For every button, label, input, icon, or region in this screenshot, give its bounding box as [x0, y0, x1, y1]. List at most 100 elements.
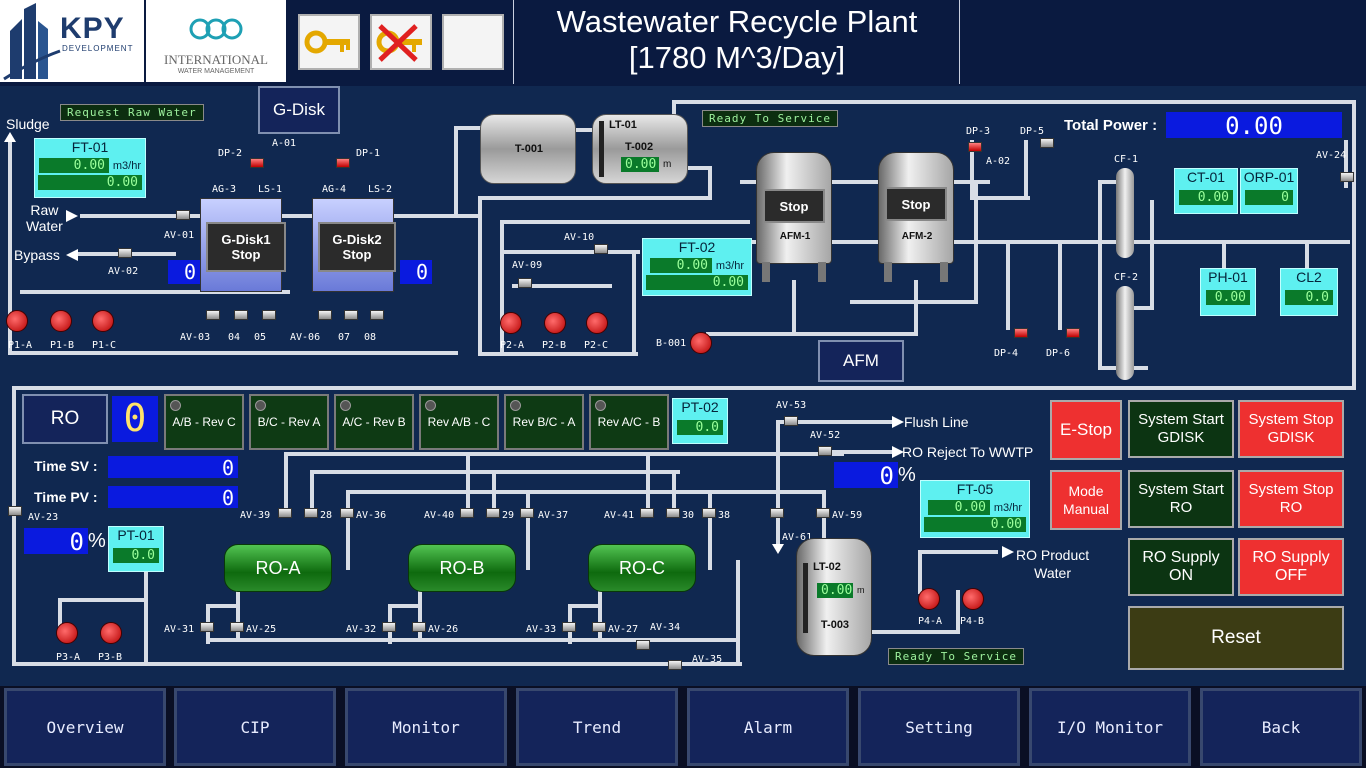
valve-av35[interactable] — [668, 660, 682, 670]
afm-nav-button[interactable]: AFM — [818, 340, 904, 382]
av52-label: AV-52 — [810, 430, 841, 441]
valve-av02[interactable] — [118, 248, 132, 258]
valve-av33[interactable] — [562, 622, 576, 632]
rev-ab-c[interactable]: A/B - Rev C — [164, 394, 244, 450]
valve-av30[interactable] — [666, 508, 680, 518]
pump-p4b[interactable] — [962, 588, 984, 610]
valve-av01[interactable] — [176, 210, 190, 220]
ro-supply-on-button[interactable]: RO Supply ON — [1128, 538, 1234, 596]
rev-label: Rev A/B - C — [427, 415, 491, 429]
valve-dp1[interactable] — [336, 158, 350, 168]
g-disk-nav-button[interactable]: G-Disk — [258, 86, 340, 134]
gdisk2-status-button[interactable]: G-Disk2 Stop — [318, 222, 396, 272]
valve-av34[interactable] — [636, 640, 650, 650]
pump-p3a[interactable] — [56, 622, 78, 644]
ready-to-service-indicator-top: Ready To Service — [702, 110, 838, 127]
av02-label: AV-02 — [108, 266, 139, 277]
nav-io-monitor-button[interactable]: I/O Monitor — [1029, 688, 1191, 766]
nav-setting-button[interactable]: Setting — [858, 688, 1020, 766]
valve-dp6[interactable] — [1066, 328, 1080, 338]
rev-label: B/C - Rev A — [257, 415, 321, 429]
header-divider — [513, 0, 514, 84]
time-sv-value[interactable]: 0 — [108, 456, 238, 480]
valve-dp3[interactable] — [968, 142, 982, 152]
system-stop-ro-button[interactable]: System Stop RO — [1238, 470, 1344, 528]
valve-av26[interactable] — [412, 622, 426, 632]
valve-av37[interactable] — [520, 508, 534, 518]
valve-av04[interactable] — [234, 310, 248, 320]
afm1-stop-button[interactable]: Stop — [763, 189, 825, 223]
pump-p1b[interactable] — [50, 310, 72, 332]
rev-ac-b[interactable]: A/C - Rev B — [334, 394, 414, 450]
ph01-name: PH-01 — [1208, 269, 1248, 285]
rev-lamp — [425, 400, 436, 411]
valve-av32[interactable] — [382, 622, 396, 632]
valve-av40[interactable] — [460, 508, 474, 518]
nav-monitor-button[interactable]: Monitor — [345, 688, 507, 766]
valve-av59[interactable] — [816, 508, 830, 518]
valve-av24[interactable] — [1340, 172, 1354, 182]
valve-av52[interactable] — [818, 446, 832, 456]
mode-manual-button[interactable]: Mode Manual — [1050, 470, 1122, 530]
login-key-button[interactable] — [298, 14, 360, 70]
valve-av25[interactable] — [230, 622, 244, 632]
system-start-gdisk-button[interactable]: System Start GDISK — [1128, 400, 1234, 458]
valve-av08[interactable] — [370, 310, 384, 320]
av38-label: 38 — [718, 510, 731, 521]
ro-supply-off-button[interactable]: RO Supply OFF — [1238, 538, 1344, 596]
valve-av53[interactable] — [784, 416, 798, 426]
pump-p1a[interactable] — [6, 310, 28, 332]
system-stop-gdisk-button[interactable]: System Stop GDISK — [1238, 400, 1344, 458]
valve-av38[interactable] — [702, 508, 716, 518]
rev-rev-ac-b[interactable]: Rev A/C - B — [589, 394, 669, 450]
blank-header-button[interactable] — [442, 14, 504, 70]
valve-av39[interactable] — [278, 508, 292, 518]
valve-av29[interactable] — [486, 508, 500, 518]
av40-label: AV-40 — [424, 510, 455, 521]
rev-rev-ab-c[interactable]: Rev A/B - C — [419, 394, 499, 450]
ro-nav-button[interactable]: RO — [22, 394, 108, 444]
system-start-ro-button[interactable]: System Start RO — [1128, 470, 1234, 528]
valve-av31[interactable] — [200, 622, 214, 632]
valve-av07[interactable] — [344, 310, 358, 320]
valve-av10[interactable] — [594, 244, 608, 254]
blower-b001[interactable] — [690, 332, 712, 354]
pump-p2a[interactable] — [500, 312, 522, 334]
valve-av03[interactable] — [206, 310, 220, 320]
valve-av28[interactable] — [304, 508, 318, 518]
nav-alarm-button[interactable]: Alarm — [687, 688, 849, 766]
valve-av61[interactable] — [770, 508, 784, 518]
valve-av23[interactable] — [8, 506, 22, 516]
lt02-unit: m — [857, 585, 865, 595]
pump-p2c[interactable] — [586, 312, 608, 334]
pump-p3b[interactable] — [100, 622, 122, 644]
valve-av27[interactable] — [592, 622, 606, 632]
logout-key-button[interactable] — [370, 14, 432, 70]
valve-av41[interactable] — [640, 508, 654, 518]
time-pv-label: Time PV : — [34, 489, 98, 505]
nav-cip-button[interactable]: CIP — [174, 688, 336, 766]
p1a-label: P1-A — [8, 340, 33, 351]
rev-rev-bc-a[interactable]: Rev B/C - A — [504, 394, 584, 450]
nav-trend-button[interactable]: Trend — [516, 688, 678, 766]
pump-p2b[interactable] — [544, 312, 566, 334]
valve-dp4[interactable] — [1014, 328, 1028, 338]
av03-label: AV-03 — [180, 332, 211, 343]
nav-back-button[interactable]: Back — [1200, 688, 1362, 766]
rev-bc-a[interactable]: B/C - Rev A — [249, 394, 329, 450]
valve-dp2[interactable] — [250, 158, 264, 168]
valve-av36[interactable] — [340, 508, 354, 518]
nav-overview-button[interactable]: Overview — [4, 688, 166, 766]
pt01-instrument: PT-01 0.0 — [108, 526, 164, 572]
afm2-stop-button[interactable]: Stop — [885, 187, 947, 221]
ft02-unit: m3/hr — [715, 260, 744, 272]
reset-button[interactable]: Reset — [1128, 606, 1344, 670]
valve-dp5[interactable] — [1040, 138, 1054, 148]
gdisk1-status-button[interactable]: G-Disk1 Stop — [206, 222, 286, 272]
pump-p4a[interactable] — [918, 588, 940, 610]
valve-av09[interactable] — [518, 278, 532, 288]
valve-av06[interactable] — [318, 310, 332, 320]
valve-av05[interactable] — [262, 310, 276, 320]
estop-button[interactable]: E-Stop — [1050, 400, 1122, 460]
pump-p1c[interactable] — [92, 310, 114, 332]
